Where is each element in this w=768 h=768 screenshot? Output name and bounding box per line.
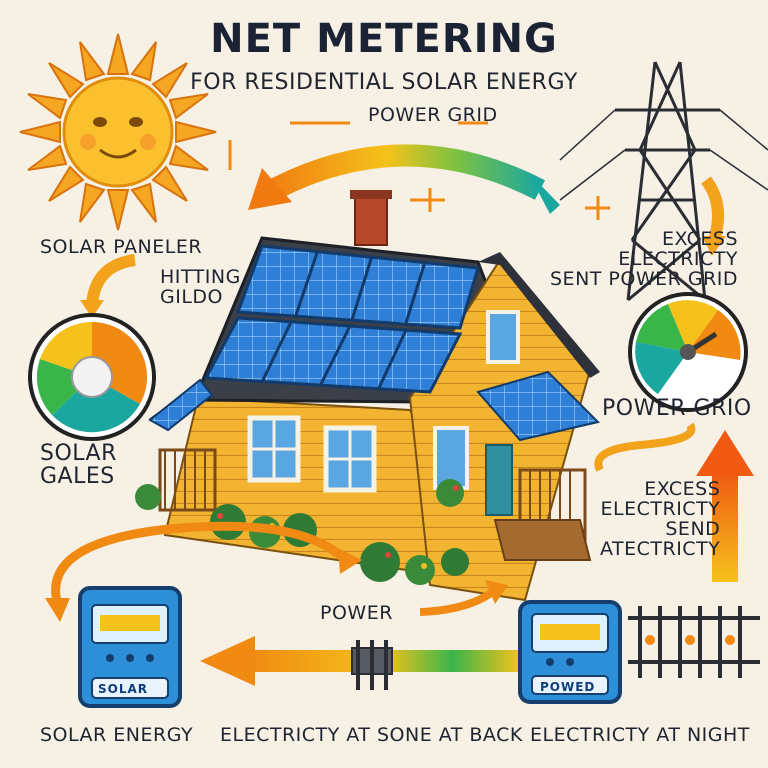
power-lines-icon [628, 606, 760, 678]
solar-gales-label: SOLAR GALES [40, 441, 117, 490]
power-gauge-icon [628, 292, 748, 412]
excess-sent-label: EXCESS ELECTRICTY SENT POWER GRID [550, 228, 739, 290]
bottom-mid-label: ELECTRICTY AT SONE AT BACK [220, 724, 523, 746]
solar-paneler-label: SOLAR PANELER [40, 236, 203, 258]
power-grio-label: POWER GRIO [602, 396, 752, 421]
bottom-left-label: SOLAR ENERGY [40, 724, 194, 746]
solar-meter-icon [78, 586, 182, 708]
power-mid-label: POWER [320, 602, 393, 624]
house-icon [148, 190, 600, 602]
power-tower-icon [559, 61, 768, 302]
curve-arrow-right [594, 422, 696, 472]
bottom-right-label: ELECTRICTY AT NIGHT [530, 724, 750, 746]
subtitle: FOR RESIDENTIAL SOLAR ENERGY [190, 70, 578, 95]
power-meter-label: POWED [540, 680, 596, 694]
power-arrow [419, 580, 508, 616]
solar-meter-label: SOLAR [98, 682, 149, 696]
hook-arrow-left [80, 254, 137, 318]
solar-gauge-icon [28, 313, 156, 441]
sun-icon [19, 33, 217, 231]
power-grid-top-label: POWER GRID [368, 104, 498, 126]
left-loop-arrow [45, 521, 362, 622]
hook-arrow-right [701, 176, 726, 256]
up-arrow [696, 430, 754, 582]
power-meter-icon [518, 600, 622, 704]
decor-marks [228, 121, 610, 220]
page-title: NET METERING [210, 16, 558, 62]
excess-send-label: EXCESS ELECTRICTY SEND ATECTRICTY [600, 478, 721, 560]
hitting-gildo-label: HITTING GILDO [160, 266, 241, 308]
top-arc-arrow [248, 144, 560, 214]
connector-icon [351, 640, 393, 690]
